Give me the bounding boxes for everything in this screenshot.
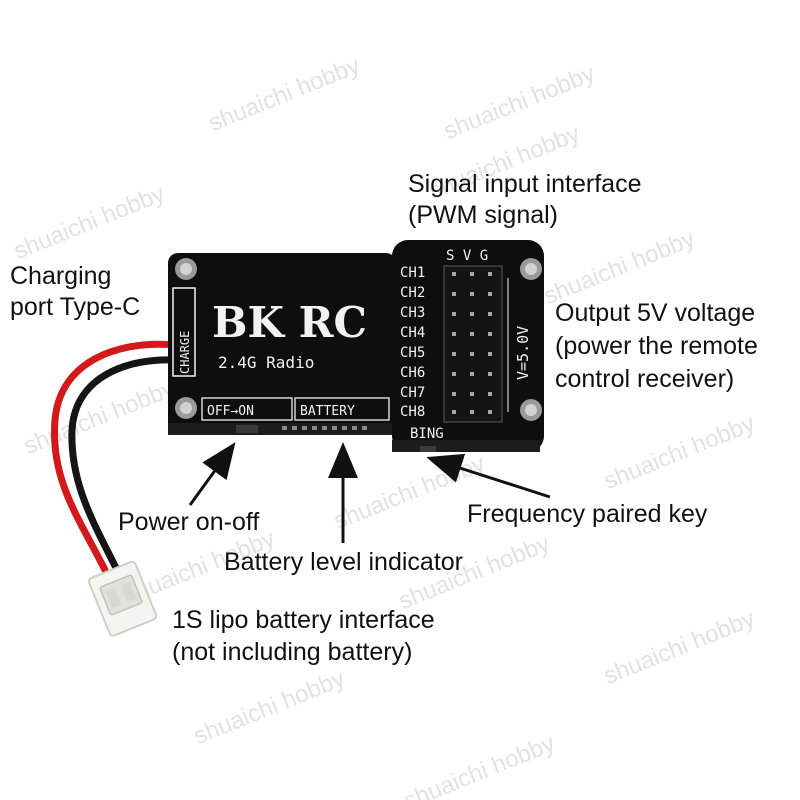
callout-line: (PWM signal) [408,201,559,229]
callout-signal-input: Signal input interface (PWM signal) [408,169,641,231]
channel-labels: CH1 CH2 CH3 CH4 CH5 CH6 CH7 CH8 [400,265,425,420]
battery-label: BATTERY [300,404,355,419]
pin-header-label: S V G [446,248,488,264]
callout-battery-interface: 1S lipo battery interface (not including… [172,604,435,668]
callout-line: control receiver) [555,365,735,393]
callout-output-voltage: Output 5V voltage (power the remote cont… [555,297,758,396]
switch-label: OFF→ON [207,404,254,419]
brand-logo: BK RC [212,298,367,347]
callout-arrows [188,442,551,543]
battery-wires [50,340,179,576]
channel-label: CH2 [400,285,425,301]
callout-line: Output 5V voltage [555,299,756,327]
channel-label: CH5 [400,345,425,361]
callout-line: (not including battery) [172,638,413,666]
power-switch[interactable] [236,425,258,433]
callout-battery-indicator: Battery level indicator [224,548,464,576]
board-subtitle: 2.4G Radio [218,353,314,372]
channel-label: CH1 [400,265,425,281]
callout-line: 1S lipo battery interface [172,606,435,634]
channel-label: CH6 [400,365,425,381]
callout-line: Signal input interface [408,170,642,198]
channel-label: CH8 [400,404,425,420]
callout-power-switch: Power on-off [118,508,260,536]
jst-connector [87,560,158,637]
callout-charging-port: Charging port Type-C [10,261,140,323]
arrow-power-switch [188,442,236,506]
callout-frequency-key: Frequency paired key [467,500,708,528]
callout-line: (power the remote [555,332,758,360]
voltage-label: V=5.0V [514,326,532,380]
battery-leds [282,426,367,430]
bind-key[interactable] [420,446,436,452]
channel-label: CH4 [400,325,425,341]
channel-label: CH7 [400,385,425,401]
main-board: CHARGE BK RC 2.4G Radio OFF→ON BATTERY S… [168,240,544,452]
pin-header[interactable] [443,265,509,423]
arrow-frequency-key [426,453,551,499]
bind-label: BING [410,426,444,442]
charge-label: CHARGE [178,331,192,374]
channel-label: CH3 [400,305,425,321]
callout-line: port Type-C [10,293,141,321]
callout-line: Charging [10,262,112,290]
